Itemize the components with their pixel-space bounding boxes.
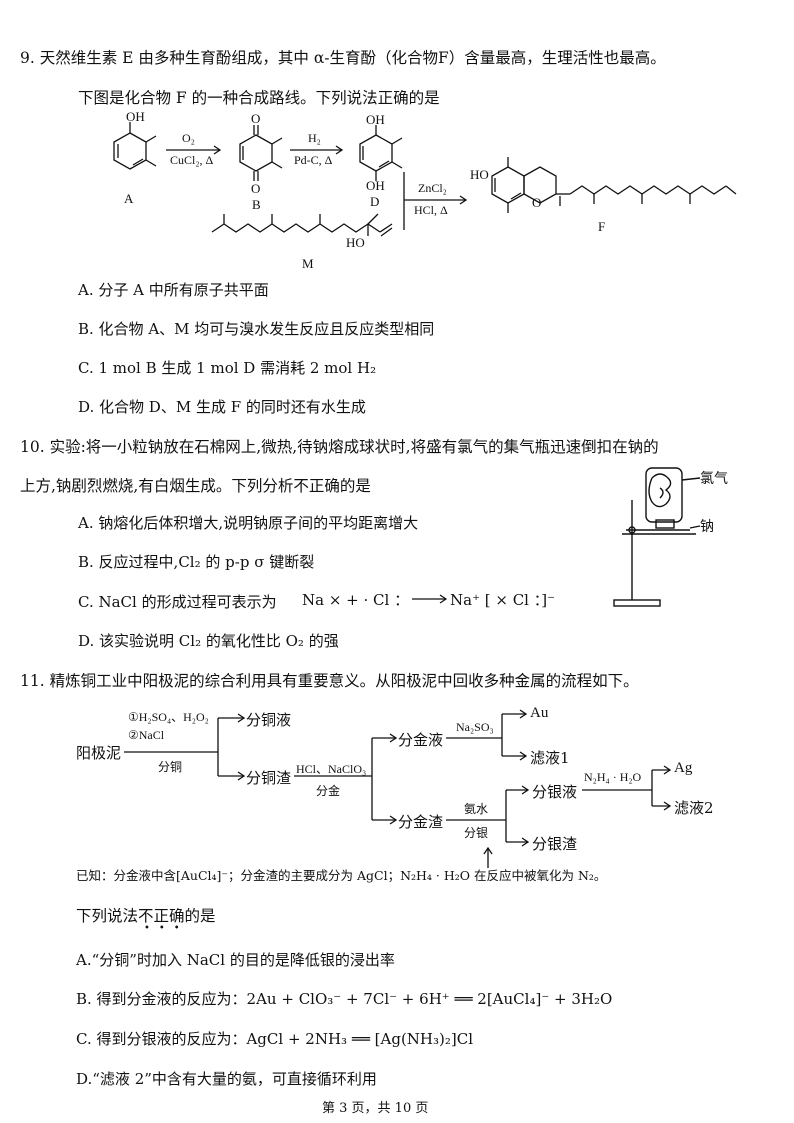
- q11-option-c: C. 得到分银液的反应为：AgCl + 2NH₃ ══ [Ag(NH₃)₂]Cl: [76, 1030, 474, 1048]
- q10-option-d: D. 该实验说明 Cl₂ 的氧化性比 O₂ 的强: [78, 632, 339, 650]
- q9-stem-line2: 下图是化合物 F 的一种合成路线。下列说法正确的是: [78, 89, 440, 107]
- flow-residue2: 分金渣: [398, 813, 444, 831]
- d-oh-bottom: OH: [366, 178, 385, 193]
- q10-option-c: C. NaCl 的形成过程可表示为: [78, 593, 277, 611]
- flow-liquid1: 分铜液: [246, 711, 292, 729]
- q9-option-a: A. 分子 A 中所有原子共平面: [78, 281, 269, 299]
- step3-reagent-bottom: HCl, Δ: [414, 203, 448, 217]
- q11-option-b: B. 得到分金液的反应为：2Au + ClO₃⁻ + 7Cl⁻ + 6H⁺ ══…: [76, 990, 613, 1008]
- q10-option-a: A. 钠熔化后体积增大,说明钠原子间的平均距离增大: [78, 514, 419, 532]
- b-o-bottom: O: [251, 181, 261, 196]
- step3-reagent-top: ZnCl₂: [418, 181, 447, 195]
- q9-option-d: D. 化合物 D、M 生成 F 的同时还有水生成: [78, 398, 366, 416]
- q11-known-conditions: 已知：分金液中含[AuCl₄]⁻；分金渣的主要成分为 AgCl；N₂H₄ · H…: [76, 868, 607, 883]
- b-o-top: O: [251, 111, 261, 126]
- q11-option-d: D.“滤液 2”中含有大量的氨，可直接循环利用: [76, 1070, 377, 1088]
- flow-reagent1a: ①H₂SO₄、H₂O₂: [128, 710, 209, 724]
- f-ring-o-label: O: [532, 195, 542, 210]
- apparatus-label-chlorine: 氯气: [700, 471, 728, 487]
- flow-filtrate1: 滤液1: [530, 749, 570, 767]
- step2-reagent-bottom: Pd-C, Δ: [294, 153, 333, 167]
- q9-option-c: C. 1 mol B 生成 1 mol D 需消耗 2 mol H₂: [78, 359, 377, 377]
- flow-reagent4: 氨水: [464, 802, 489, 816]
- compound-f-label: F: [598, 219, 606, 234]
- flow-start: 阳极泥: [76, 744, 122, 762]
- emphasis-dots: •••: [144, 923, 189, 934]
- compound-b-label: B: [252, 197, 261, 212]
- flow-reagent2: HCl、NaClO₃: [296, 762, 367, 776]
- apparatus-label-sodium: 钠: [700, 519, 714, 535]
- q10-stem-line1: 10. 实验:将一小粒钠放在石棉网上,微热,待钠熔成球状时,将盛有氯气的集气瓶迅…: [20, 438, 659, 456]
- flow-reagent5: N₂H₄ · H₂O: [584, 770, 642, 784]
- flow-op4: 分银: [464, 826, 489, 840]
- flow-op1: 分铜: [158, 760, 183, 774]
- nacl-formation-left: Na × + · Cl ：: [302, 591, 410, 609]
- q10-stem-line2: 上方,钠剧烈燃烧,有白烟生成。下列分析不正确的是: [20, 477, 371, 495]
- a-oh-label: OH: [126, 109, 145, 124]
- q11-question: 下列说法不正确的是: [76, 907, 216, 925]
- nacl-formation-right: Na⁺ [ × Cl ：]⁻: [450, 591, 556, 609]
- q9-stem-line1: 9. 天然维生素 E 由多种生育酚组成，其中 α-生育酚（化合物F）含量最高，生…: [20, 49, 666, 67]
- d-oh-top: OH: [366, 112, 385, 127]
- compound-a-label: A: [124, 191, 134, 206]
- flow-op2: 分金: [316, 784, 341, 798]
- q11-stem: 11. 精炼铜工业中阳极泥的综合利用具有重要意义。从阳极泥中回收多种金属的流程如…: [20, 672, 639, 690]
- flow-liquid2: 分金液: [398, 731, 444, 749]
- q11-option-a: A.“分铜”时加入 NaCl 的目的是降低银的浸出率: [76, 951, 395, 969]
- q9-option-b: B. 化合物 A、M 均可与溴水发生反应且反应类型相同: [78, 320, 435, 338]
- flow-residue4: 分银渣: [532, 835, 578, 853]
- compound-d-label: D: [370, 194, 380, 209]
- m-ho-label: HO: [346, 235, 365, 250]
- f-ho-label: HO: [470, 167, 489, 182]
- flow-reagent1b: ②NaCl: [128, 728, 165, 742]
- page-footer: 第 3 页，共 10 页: [322, 1101, 429, 1116]
- step1-reagent-bottom: CuCl₂, Δ: [170, 153, 214, 167]
- flow-ag: Ag: [674, 760, 693, 776]
- flow-au: Au: [530, 705, 549, 721]
- step1-reagent-top: O₂: [182, 131, 195, 145]
- q10-option-b: B. 反应过程中,Cl₂ 的 p-p σ 键断裂: [78, 553, 315, 571]
- flow-liquid4: 分银液: [532, 783, 578, 801]
- step2-reagent-top: H₂: [308, 131, 321, 145]
- flow-residue1: 分铜渣: [246, 769, 292, 787]
- compound-m-label: M: [302, 256, 314, 271]
- flow-reagent3: Na₂SO₃: [456, 720, 494, 734]
- flow-filtrate2: 滤液2: [674, 799, 714, 817]
